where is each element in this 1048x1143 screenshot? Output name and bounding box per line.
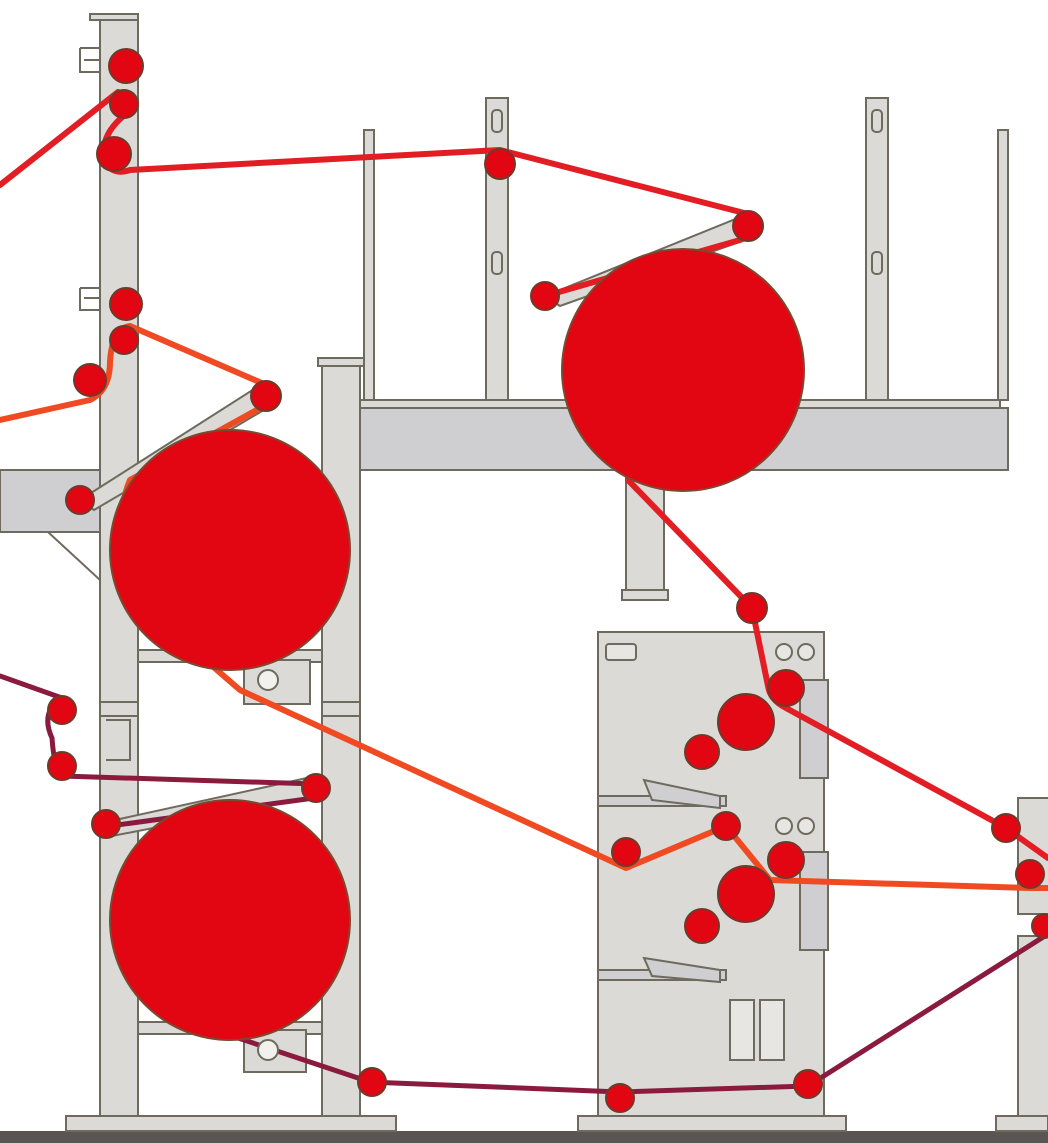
roller — [91, 809, 121, 839]
roller — [684, 908, 720, 944]
base-plate-left — [65, 1115, 397, 1132]
floor-line — [0, 1131, 1048, 1143]
tower-crossbar-2 — [99, 701, 139, 717]
reels — [109, 248, 805, 1041]
roller — [109, 287, 143, 321]
support-column — [625, 469, 665, 599]
roller — [611, 837, 641, 867]
roller — [530, 281, 560, 311]
cylinder-arm-2 — [799, 851, 829, 951]
roller — [684, 734, 720, 770]
inner-column-cap — [317, 357, 365, 367]
hub-lower — [257, 1039, 279, 1061]
ink-tray-1 — [642, 778, 721, 810]
roller — [767, 841, 805, 879]
slot-1 — [491, 109, 503, 133]
reel-upper-right — [561, 248, 805, 492]
roller — [250, 380, 282, 412]
roller — [736, 592, 768, 624]
roller — [47, 695, 77, 725]
post-1 — [363, 129, 375, 401]
gear-1 — [775, 643, 793, 661]
roller — [991, 813, 1021, 843]
roller — [711, 811, 741, 841]
roller — [484, 148, 516, 180]
roller — [108, 48, 144, 84]
roller — [605, 1083, 635, 1113]
hub-middle — [257, 669, 279, 691]
roller — [793, 1069, 823, 1099]
reel-middle-left — [109, 429, 351, 671]
roller — [1015, 859, 1045, 889]
roller — [65, 485, 95, 515]
bracket-top — [79, 47, 100, 73]
post-4 — [997, 129, 1009, 401]
roller — [109, 89, 139, 119]
gear-2 — [797, 643, 815, 661]
bracket-mid — [79, 287, 100, 311]
left-beam-brace — [47, 531, 101, 583]
drive-box-1 — [729, 999, 755, 1061]
support-foot — [621, 589, 669, 601]
slot-4 — [871, 251, 883, 275]
ink-tray-2 — [642, 956, 721, 984]
base-plate-middle — [577, 1115, 847, 1132]
unit-window — [605, 643, 637, 661]
roller — [767, 669, 805, 707]
edge-unit-bottom — [1017, 935, 1048, 1117]
roller — [717, 865, 775, 923]
slot-3 — [871, 109, 883, 133]
slot-2 — [491, 251, 503, 275]
roller — [47, 751, 77, 781]
roller — [1031, 913, 1048, 939]
tower-brackets — [79, 47, 131, 761]
bracket-lower — [106, 719, 131, 761]
reel-lower-left — [109, 799, 351, 1041]
drive-box-2 — [759, 999, 785, 1061]
gear-4 — [797, 817, 815, 835]
roller — [732, 210, 764, 242]
post-3 — [865, 97, 889, 401]
roller — [717, 693, 775, 751]
post-2 — [485, 97, 509, 401]
roller — [73, 363, 107, 397]
roller — [301, 773, 331, 803]
left-column-cap — [89, 13, 139, 21]
drive-hubs — [257, 669, 279, 1061]
guide-rollers — [47, 48, 1048, 1113]
roller — [109, 325, 139, 355]
gear-3 — [775, 817, 793, 835]
tower-crossbar-3 — [321, 701, 361, 717]
roller — [357, 1067, 387, 1097]
roller — [96, 136, 132, 172]
post-slots — [491, 109, 883, 275]
base-plate-right — [995, 1115, 1048, 1132]
